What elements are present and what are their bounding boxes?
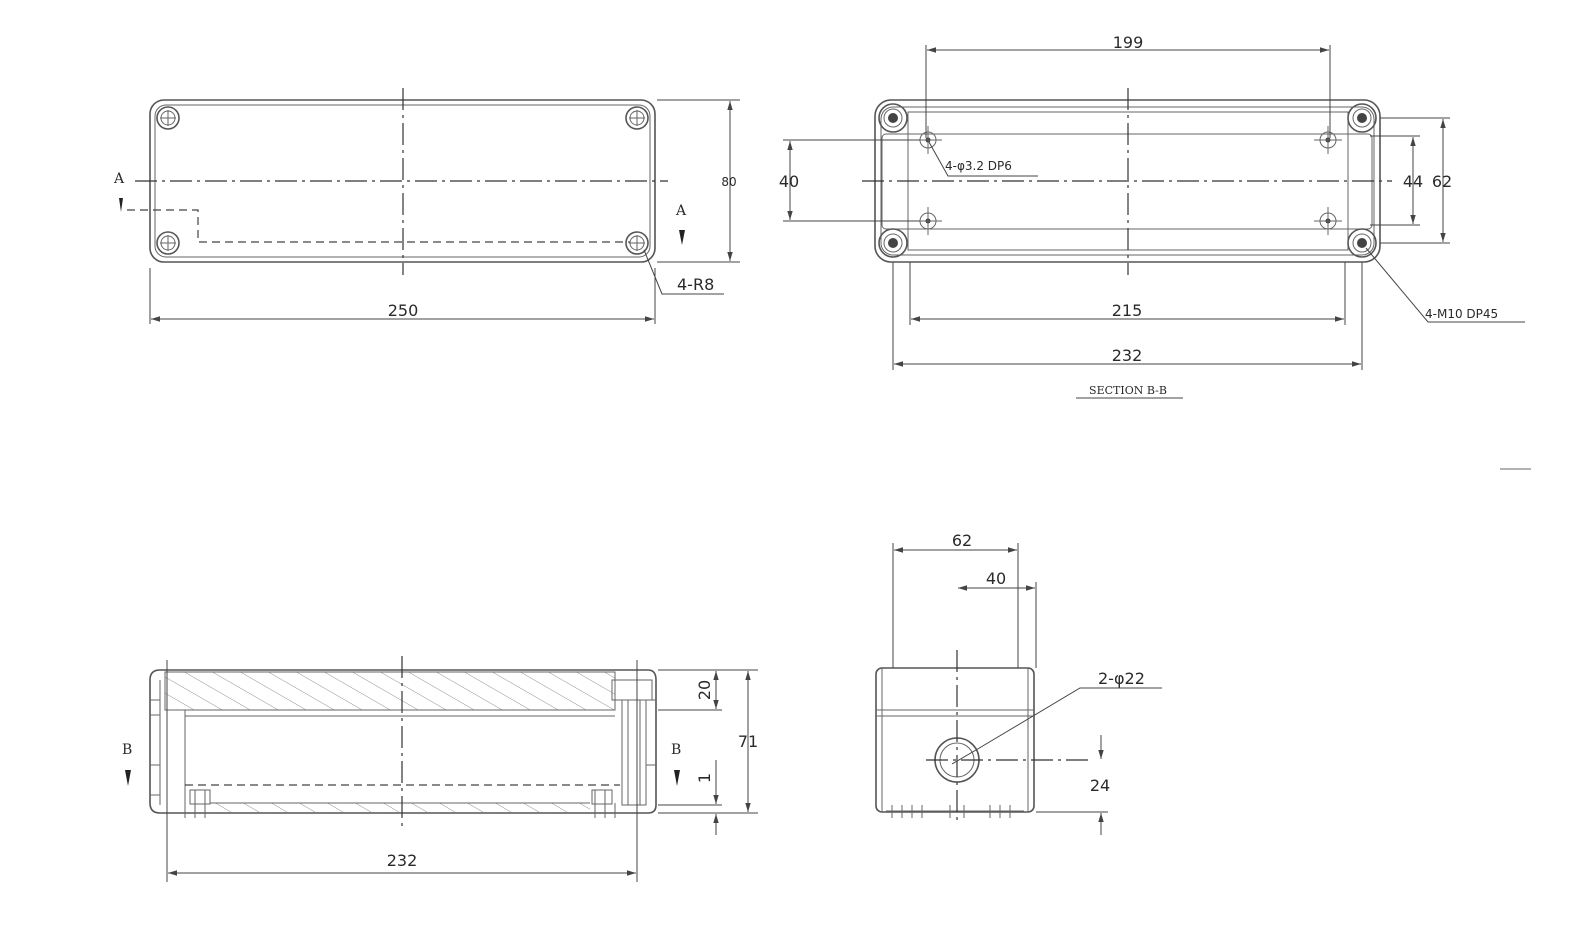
section-title: SECTION B-B [1089,384,1167,397]
threaded-boss [1347,103,1377,133]
dimension-215: 215 [1112,301,1143,320]
dimension-232: 232 [1112,346,1143,365]
height-dimension: 80 [721,175,736,189]
front-dimension-1: 1 [695,773,714,783]
radius-note: 4-R8 [677,275,714,294]
section-bb-view: 199 215 232 40 44 62 4-φ3.2 DP6 4-M10 DP… [779,33,1525,399]
front-dimension-232: 232 [387,851,418,870]
corner-screw [156,231,180,255]
section-label-b-right: B [671,742,681,758]
corner-screw [625,106,649,130]
front-dimension-71: 71 [738,732,758,751]
threaded-boss [878,228,908,258]
section-label-a-right: A [675,203,687,219]
width-dimension: 250 [388,301,419,320]
side-hole-note: 2-φ22 [1098,669,1145,688]
section-line-a [127,209,630,243]
side-dimension-24: 24 [1090,776,1110,795]
section-arrow-right [674,770,680,786]
mounting-hole [1314,126,1342,154]
side-dimension-40: 40 [986,569,1006,588]
dimension-199: 199 [1113,33,1144,52]
dimension-40: 40 [779,172,799,191]
gland-leader [975,687,1162,751]
front-outline [149,669,657,814]
threaded-boss [878,103,908,133]
corner-screw [625,231,649,255]
corner-screw [156,106,180,130]
section-arrow-left [119,198,123,212]
top-view: A A 250 80 4-R8 [113,88,740,324]
threaded-boss [1347,228,1377,258]
side-dimension-62: 62 [952,531,972,550]
front-section-view: B B 232 71 20 1 [122,656,758,882]
thread-note: 4-M10 DP45 [1425,307,1498,321]
side-outline [875,667,1035,813]
section-label-a-left: A [113,171,125,187]
dimension-44: 44 [1403,172,1423,191]
hole-leader [928,141,1038,177]
hole-note: 4-φ3.2 DP6 [945,159,1012,173]
side-view: 62 40 24 2-φ22 [875,531,1162,835]
front-dimension-20: 20 [695,680,714,700]
radius-leader [643,249,724,295]
section-label-b-left: B [122,742,132,758]
mounting-hole [1314,207,1342,235]
thread-leader [1365,247,1525,323]
dimension-62: 62 [1432,172,1452,191]
section-arrow-right [679,230,685,245]
section-arrow-left [125,770,131,786]
